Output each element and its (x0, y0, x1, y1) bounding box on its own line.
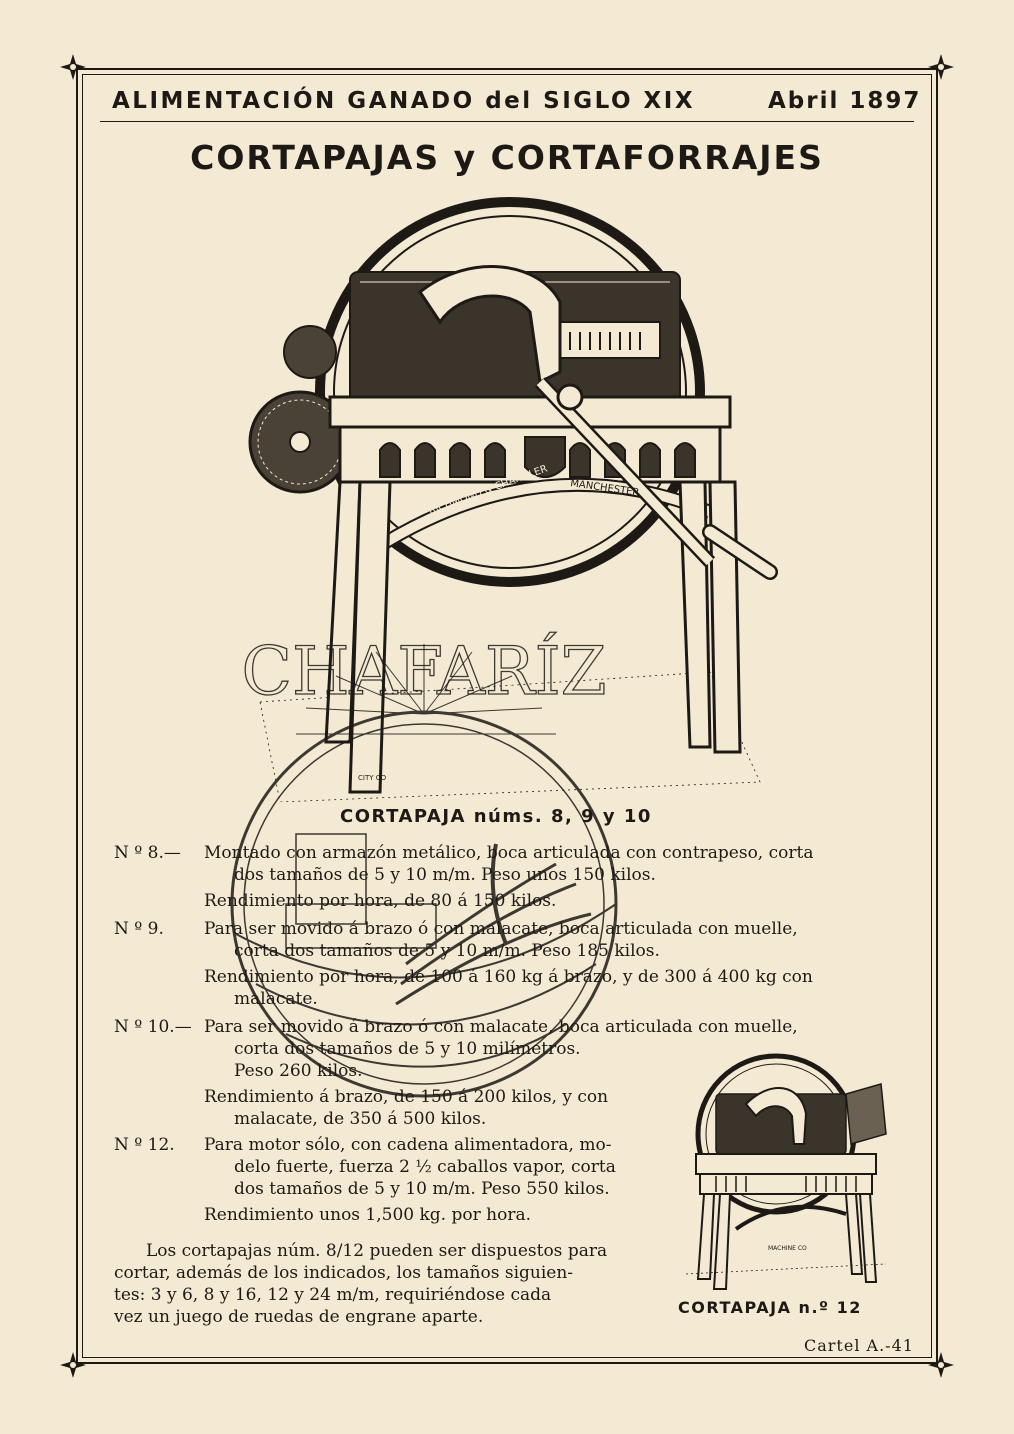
engraver-signature: CITY CO (358, 774, 387, 782)
closing-line1: Los cortapajas núm. 8/12 pueden ser disp… (146, 1241, 608, 1261)
corner-ornament-icon (926, 1350, 956, 1380)
item-9-yield-line1: Rendimiento por hora, de 100 á 160 kg á … (204, 967, 813, 987)
chaff-cutter-12-illustration: MACHINE CO (685, 1053, 887, 1290)
series-title: ALIMENTACIÓN GANADO del SIGLO XIX (112, 88, 696, 114)
main-figure-caption: CORTAPAJA núms. 8, 9 y 10 (340, 806, 652, 827)
item-10-label: N º 10.— (114, 1017, 192, 1037)
chaff-cutter-illustration: RICHMOND & CHANDLER MANCHESTER CITY CO (248, 197, 778, 802)
item-12-desc-line1: Para motor sólo, con cadena alimentadora… (204, 1135, 612, 1155)
closing-line3: tes: 3 y 6, 8 y 16, 12 y 24 m/m, requiri… (114, 1285, 552, 1305)
small-figure-caption: CORTAPAJA n.º 12 (678, 1298, 862, 1317)
header-divider (100, 121, 914, 122)
item-9-label: N º 9. (114, 919, 164, 939)
item-10-desc-line1: Para ser movido á brazo ó con malacate, … (204, 1017, 798, 1037)
item-8-yield: Rendimiento por hora, de 80 á 150 kilos. (204, 891, 557, 911)
item-9-yield-line2: malacate. (234, 989, 318, 1009)
corner-ornament-icon (58, 1350, 88, 1380)
item-8-label: N º 8.— (114, 843, 181, 863)
item-8-desc-line1: Montado con armazón metálico, boca artic… (204, 843, 814, 863)
item-8-desc-line2: dos tamaños de 5 y 10 m/m. Peso unos 150… (234, 865, 656, 885)
item-9-desc-line2: corta dos tamaños de 5 y 10 m/m. Peso 18… (234, 941, 660, 961)
page-border-outer (76, 68, 938, 1364)
corner-ornament-icon (58, 52, 88, 82)
item-10-desc-line3: Peso 260 kilos. (234, 1061, 363, 1081)
engraver-signature-small: MACHINE CO (768, 1245, 807, 1252)
item-12-label: N º 12. (114, 1135, 175, 1155)
closing-line2: cortar, además de los indicados, los tam… (114, 1263, 574, 1283)
corner-ornament-icon (926, 52, 956, 82)
item-12-yield: Rendimiento unos 1,500 kg. por hora. (204, 1205, 531, 1225)
item-12-desc-line3: dos tamaños de 5 y 10 m/m. Peso 550 kilo… (234, 1179, 610, 1199)
item-9-desc-line1: Para ser movido á brazo ó con malacate, … (204, 919, 798, 939)
closing-line4: vez un juego de ruedas de engrane aparte… (114, 1307, 484, 1327)
item-12-desc-line2: delo fuerte, fuerza 2 ½ caballos vapor, … (234, 1157, 616, 1177)
page-title: CORTAPAJAS y CORTAFORRAJES (190, 138, 824, 177)
plate-number: Cartel A.-41 (804, 1336, 914, 1355)
issue-date: Abril 1897 (768, 88, 922, 114)
item-10-desc-line2: corta dos tamaños de 5 y 10 milímetros. (234, 1039, 581, 1059)
item-10-yield-line2: malacate, de 350 á 500 kilos. (234, 1109, 487, 1129)
page-border-inner (82, 74, 932, 1358)
item-10-yield-line1: Rendimiento á brazo, de 150 á 200 kilos,… (204, 1087, 609, 1107)
